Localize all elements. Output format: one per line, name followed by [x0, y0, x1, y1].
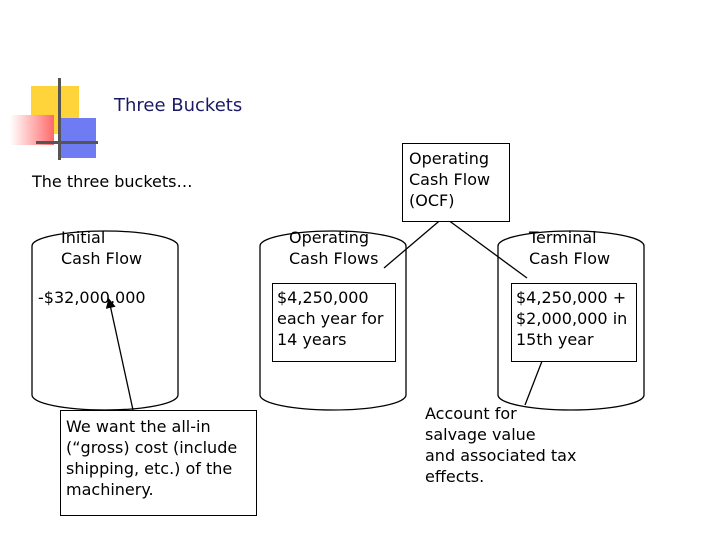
bucket-initial-value-line: -$32,000,000	[38, 287, 146, 308]
ocf-to-terminal-line	[444, 217, 527, 278]
ocf-line-3: (OCF)	[409, 190, 503, 211]
bucket-operating-label-line: Cash Flows	[289, 248, 378, 269]
initial-note-line: We want the all-in	[66, 416, 251, 437]
bucket-initial-label: Initial Cash Flow	[61, 227, 142, 269]
terminal-note: Account for salvage value and associated…	[425, 403, 576, 487]
bucket-terminal-label-line: Cash Flow	[529, 248, 610, 269]
bucket-terminal-label-line: Terminal	[529, 227, 610, 248]
bucket-operating-value-line: 14 years	[277, 329, 391, 350]
bucket-operating-value-line: $4,250,000	[277, 287, 391, 308]
bucket-terminal-value-line: 15th year	[516, 329, 632, 350]
bucket-operating-value: $4,250,000 each year for 14 years	[272, 283, 396, 362]
ocf-line-1: Operating	[409, 148, 503, 169]
terminal-note-line: effects.	[425, 466, 576, 487]
initial-note-line: (“gross) cost (include	[66, 437, 251, 458]
terminal-note-line: and associated tax	[425, 445, 576, 466]
ocf-box: Operating Cash Flow (OCF)	[402, 143, 510, 222]
initial-note-line: machinery.	[66, 479, 251, 500]
bucket-initial-label-line: Cash Flow	[61, 248, 142, 269]
initial-note-box: We want the all-in (“gross) cost (includ…	[60, 410, 257, 516]
bucket-terminal-label: Terminal Cash Flow	[529, 227, 610, 269]
terminal-note-line: salvage value	[425, 424, 576, 445]
initial-note-arrow	[109, 300, 133, 410]
bucket-operating-value-line: each year for	[277, 308, 391, 329]
initial-note-line: shipping, etc.) of the	[66, 458, 251, 479]
bucket-operating-label-line: Operating	[289, 227, 378, 248]
bucket-initial-label-line: Initial	[61, 227, 142, 248]
bucket-terminal-value: $4,250,000 + $2,000,000 in 15th year	[511, 283, 637, 362]
ocf-line-2: Cash Flow	[409, 169, 503, 190]
bucket-operating-label: Operating Cash Flows	[289, 227, 378, 269]
ocf-to-operating-line	[384, 217, 444, 268]
bucket-terminal-value-line: $2,000,000 in	[516, 308, 632, 329]
bucket-initial-value: -$32,000,000	[38, 287, 146, 308]
bucket-terminal-value-line: $4,250,000 +	[516, 287, 632, 308]
terminal-note-line: Account for	[425, 403, 576, 424]
